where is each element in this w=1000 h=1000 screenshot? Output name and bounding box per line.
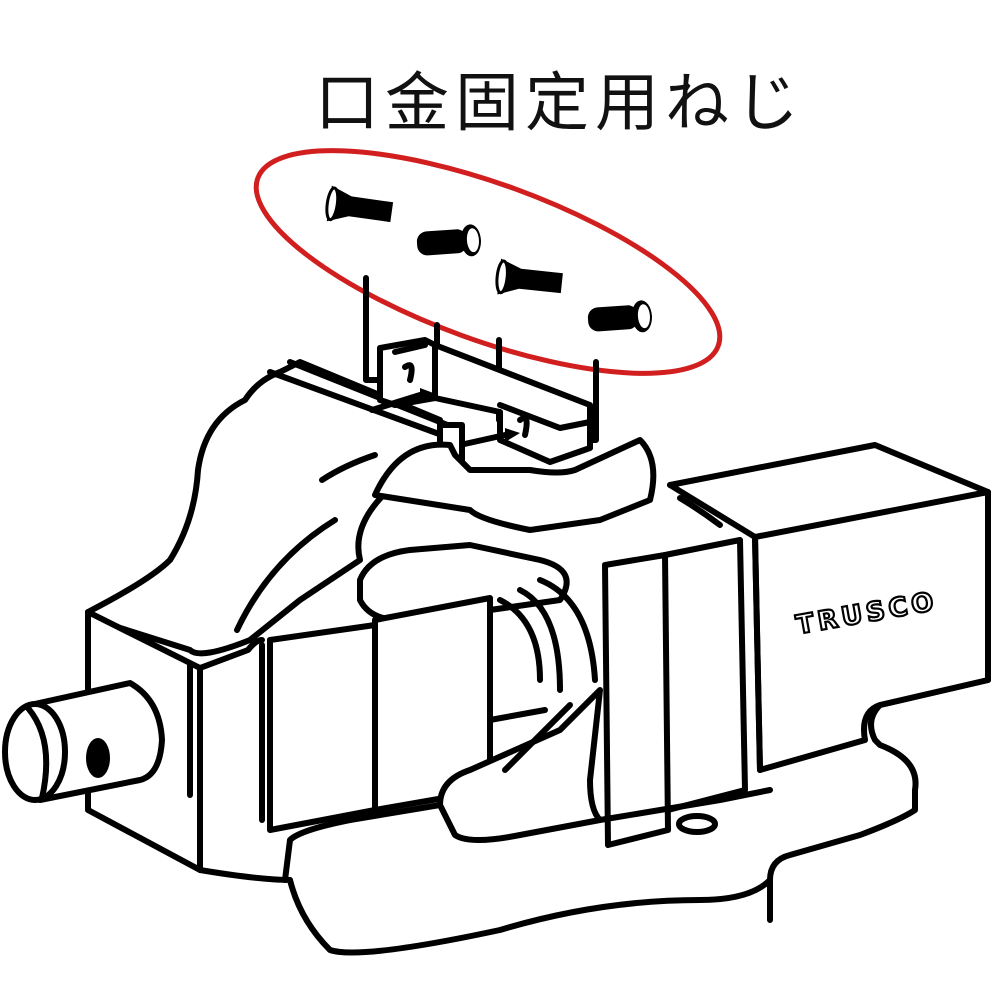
mounting-base bbox=[197, 687, 773, 956]
highlight-ellipse bbox=[253, 148, 723, 376]
screw-4-icon bbox=[587, 300, 652, 333]
spindle-end bbox=[2, 680, 165, 803]
movable-jaw bbox=[357, 437, 657, 693]
screw-1-icon bbox=[325, 185, 394, 223]
rear-body: TRUSCO bbox=[602, 442, 991, 923]
jaw-plate-right bbox=[432, 342, 593, 465]
screw-2-icon bbox=[416, 224, 481, 257]
screw-3-icon bbox=[495, 258, 563, 295]
diagram-title: 口金固定用ねじ bbox=[315, 67, 805, 141]
front-jaw-block bbox=[259, 595, 548, 833]
